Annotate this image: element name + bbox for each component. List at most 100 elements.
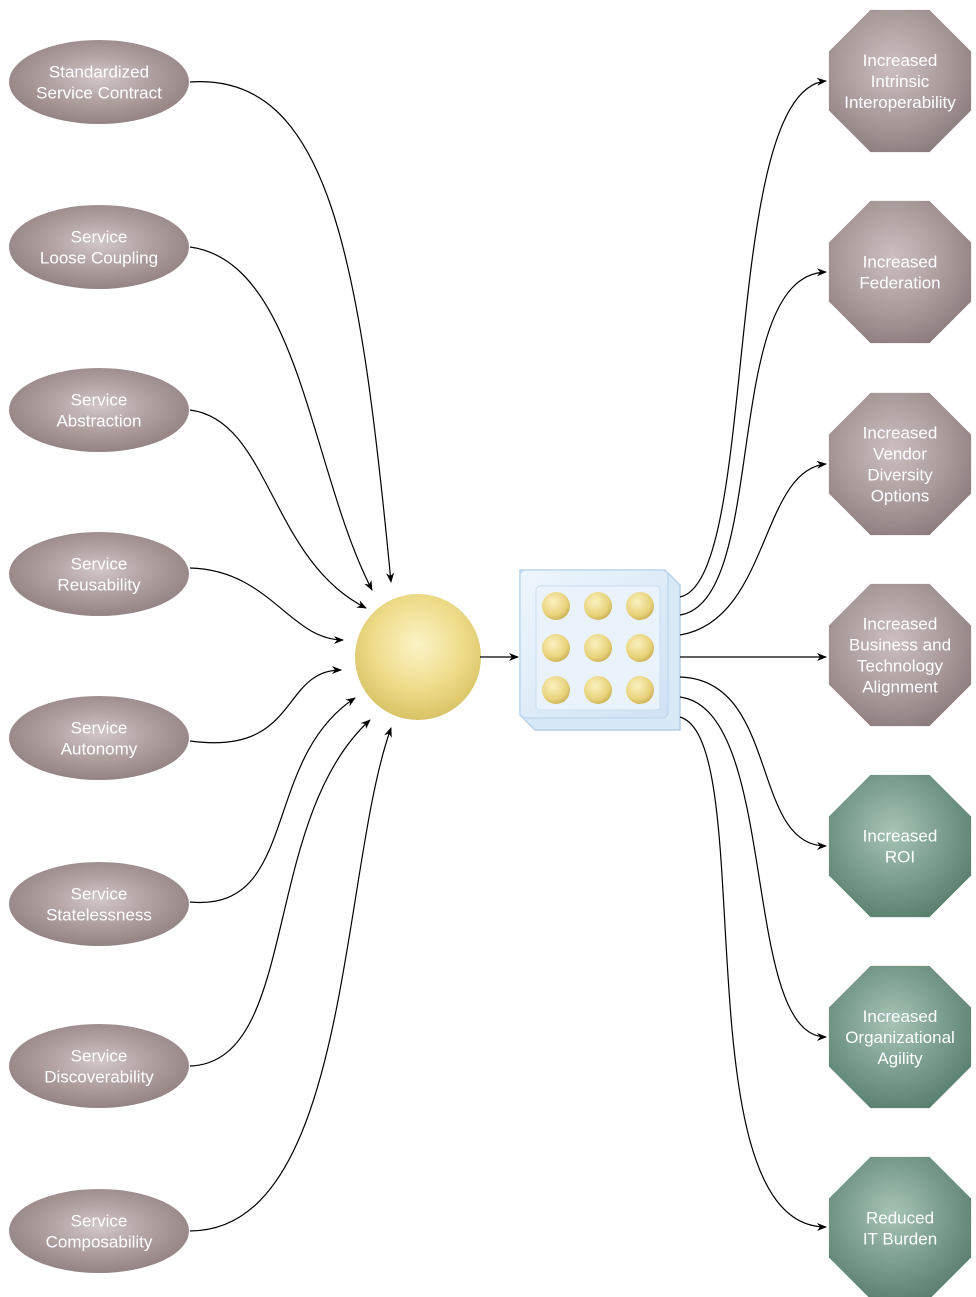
goal-arrow — [679, 268, 827, 616]
service-dot — [584, 676, 612, 704]
goal-label-line: Intrinsic — [871, 72, 930, 91]
center-group — [355, 569, 681, 731]
service-dot — [626, 634, 654, 662]
goal-octagon-shape — [828, 1156, 972, 1297]
soa-sphere — [355, 594, 481, 720]
principle-label-line: Service — [71, 555, 128, 574]
service-dot — [584, 634, 612, 662]
goal-octagon-shape — [828, 200, 972, 344]
principle-label-line: Service — [71, 719, 128, 738]
principle-oval-shape — [9, 1189, 189, 1273]
goal-arrow — [679, 460, 827, 636]
goal-label-line: Increased — [863, 1007, 938, 1026]
service-dot — [542, 592, 570, 620]
principle-arrow — [189, 666, 342, 744]
principle-arrow — [189, 697, 356, 903]
principle-label-line: Service Contract — [36, 84, 162, 103]
principle-oval-shape — [9, 862, 189, 946]
principle-arrow — [189, 727, 392, 1232]
goal-octagon-shape — [828, 774, 972, 918]
arrows-group — [189, 77, 827, 1232]
goal-label-line: Increased — [863, 827, 938, 846]
goal-arrow — [679, 676, 827, 850]
principle-label-line: Service — [71, 228, 128, 247]
principle-label-line: Statelessness — [46, 906, 152, 925]
goal-label-line: Reduced — [866, 1209, 934, 1228]
service-dot — [626, 676, 654, 704]
principle-arrow — [189, 719, 371, 1067]
service-dot — [542, 676, 570, 704]
goal-label-line: Technology — [857, 657, 944, 676]
goal-arrow — [679, 716, 827, 1231]
goal-label-line: Increased — [863, 424, 938, 443]
goal-label-line: Increased — [863, 253, 938, 272]
goal-label-line: Agility — [877, 1049, 923, 1068]
principle-arrow — [189, 567, 344, 644]
principle-label-line: Reusability — [57, 576, 141, 595]
principle-label-line: Loose Coupling — [40, 249, 158, 268]
goal-arrow — [679, 696, 827, 1041]
principle-oval-shape — [9, 696, 189, 780]
principle-label-line: Abstraction — [56, 412, 141, 431]
service-dot — [584, 592, 612, 620]
goal-label-line: ROI — [885, 848, 915, 867]
goal-label: Reduced IT Burden — [863, 1209, 937, 1249]
principle-label-line: Discoverability — [44, 1068, 154, 1087]
principle-label-line: Service — [71, 1212, 128, 1231]
goal-label-line: Alignment — [862, 678, 938, 697]
goal-label-line: Increased — [863, 615, 938, 634]
principle-oval-shape — [9, 532, 189, 616]
principle-label-line: Service — [71, 391, 128, 410]
goal-label-line: Options — [871, 487, 930, 506]
goal-label-line: Increased — [863, 51, 938, 70]
principle-label-line: Standardized — [49, 63, 149, 82]
service-dot — [542, 634, 570, 662]
goal-label-line: Diversity — [867, 466, 933, 485]
goal-node: Reduced IT Burden — [828, 1156, 972, 1297]
principle-arrow — [189, 409, 367, 609]
service-dot — [626, 592, 654, 620]
principle-oval-shape — [9, 205, 189, 289]
goal-octagon-shape — [828, 392, 972, 536]
principle-arrow — [189, 246, 373, 591]
goal-label-line: Federation — [859, 274, 940, 293]
principle-oval-shape — [9, 1024, 189, 1108]
principle-label-line: Service — [71, 1047, 128, 1066]
principle-oval-shape — [9, 368, 189, 452]
service-inventory-block — [519, 569, 681, 731]
goal-label-line: IT Burden — [863, 1230, 937, 1249]
principle-label-line: Composability — [46, 1233, 153, 1252]
goal-arrow — [679, 77, 827, 598]
goal-label-line: Organizational — [845, 1028, 955, 1047]
goal-label-line: Business and — [849, 636, 951, 655]
principle-oval-shape — [9, 40, 189, 124]
